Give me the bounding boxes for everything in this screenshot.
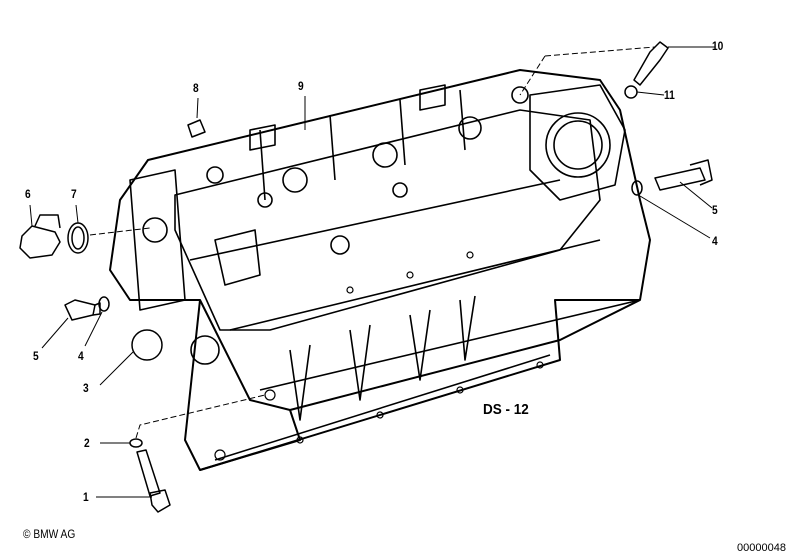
callout-5-left[interactable]: 5 (33, 349, 39, 363)
callout-9[interactable]: 9 (298, 79, 304, 93)
callout-4-right[interactable]: 4 (712, 234, 718, 248)
callout-1[interactable]: 1 (83, 490, 89, 504)
group-code: DS - 12 (483, 401, 529, 418)
callout-2[interactable]: 2 (84, 436, 90, 450)
callout-6[interactable]: 6 (25, 187, 31, 201)
leader-lines (29, 46, 715, 498)
engine-block (109, 69, 651, 471)
image-number: 00000048 (737, 542, 786, 554)
callout-5-right[interactable]: 5 (712, 203, 718, 217)
callout-8[interactable]: 8 (193, 81, 199, 95)
callout-7[interactable]: 7 (71, 187, 77, 201)
callout-10[interactable]: 10 (712, 39, 724, 53)
callout-4-left[interactable]: 4 (78, 349, 84, 363)
callout-11[interactable]: 11 (664, 88, 675, 102)
callout-3[interactable]: 3 (83, 381, 89, 395)
copyright: © BMW AG (23, 527, 76, 541)
loose-parts (19, 41, 713, 513)
